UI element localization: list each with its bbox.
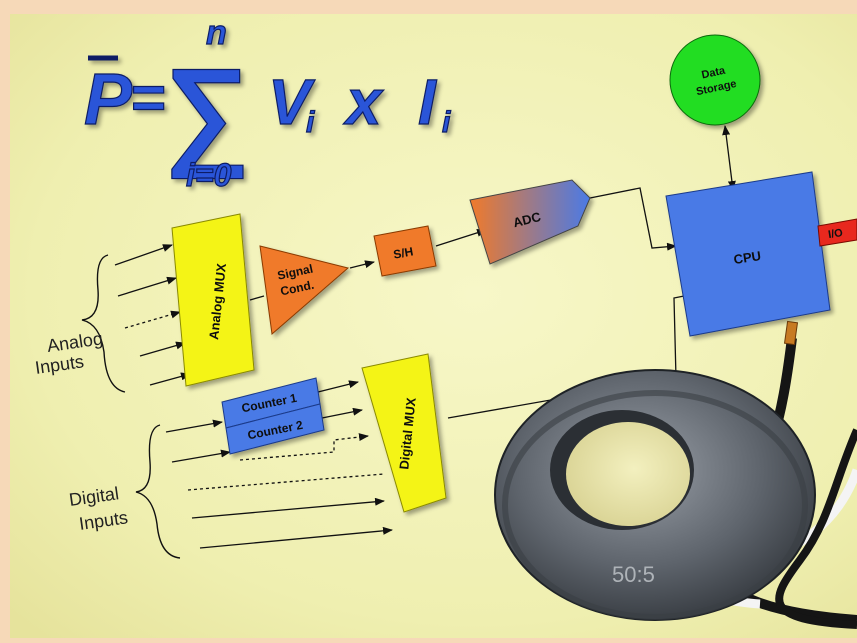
counter-1-block: Counter 1 [221, 377, 321, 429]
analog-input-line [149, 372, 191, 386]
data-storage-block: Data Storage [669, 34, 761, 126]
digital-input-line [171, 449, 231, 463]
sample-hold-block: S/H [373, 225, 437, 277]
adc-label: ADC [511, 209, 543, 231]
link-sh-adc [435, 228, 487, 247]
link-adc-cpu [589, 187, 677, 251]
link-counter1-dmux [317, 380, 359, 393]
analog-mux-block: Analog MUX [171, 213, 255, 387]
formula-v-subscript: i [306, 106, 315, 139]
counter-2-block: Counter 2 [225, 403, 325, 455]
link-cpu-storage [722, 125, 736, 191]
io-block: I/O [817, 218, 857, 247]
current-transformer-icon: 50:5 [494, 320, 857, 629]
formula-p: P [84, 60, 133, 140]
digital-mux-block: Digital MUX [361, 353, 447, 513]
copper-tip [783, 320, 799, 346]
analog-input-line [139, 341, 186, 357]
sample-hold-label: S/H [392, 244, 414, 261]
analog-brace [81, 254, 126, 393]
cpu-label: CPU [733, 248, 762, 267]
digital-input-dotted [187, 473, 385, 491]
toroid-rim [502, 390, 808, 620]
transformer-ratio: 50:5 [612, 562, 655, 587]
analog-input-line [117, 276, 177, 297]
formula-lower-limit: i=0 [186, 157, 232, 193]
formula-i: I [418, 66, 437, 138]
digital-input-line [191, 497, 385, 519]
formula-equals: = [130, 64, 165, 131]
formula-i-subscript: i [442, 106, 451, 139]
link-counter2-dmux [321, 407, 363, 419]
digital-brace [135, 424, 181, 559]
link-mux-cond [249, 295, 265, 301]
formula-upper-limit: n [206, 14, 227, 52]
signal-cond-label-2: Cond. [279, 278, 315, 299]
data-storage-label-1: Data [700, 65, 727, 82]
formula-v: V [268, 66, 316, 138]
io-label: I/O [827, 227, 844, 241]
formula-times: x [343, 66, 384, 138]
toroid-hole [566, 422, 690, 526]
power-formula: P = ∑ n i=0 V i x I i [83, 13, 451, 193]
black-wire-front [775, 428, 857, 629]
adc-block: ADC [469, 179, 591, 265]
link-cond-sh [349, 260, 375, 269]
formula-sigma: ∑ [164, 44, 250, 179]
cpu-block: CPU [665, 171, 831, 337]
digital-input-line [165, 419, 223, 433]
analog-input-line [114, 244, 173, 266]
signal-cond-block: Signal Cond. [259, 245, 350, 335]
digital-input-line [199, 526, 393, 549]
